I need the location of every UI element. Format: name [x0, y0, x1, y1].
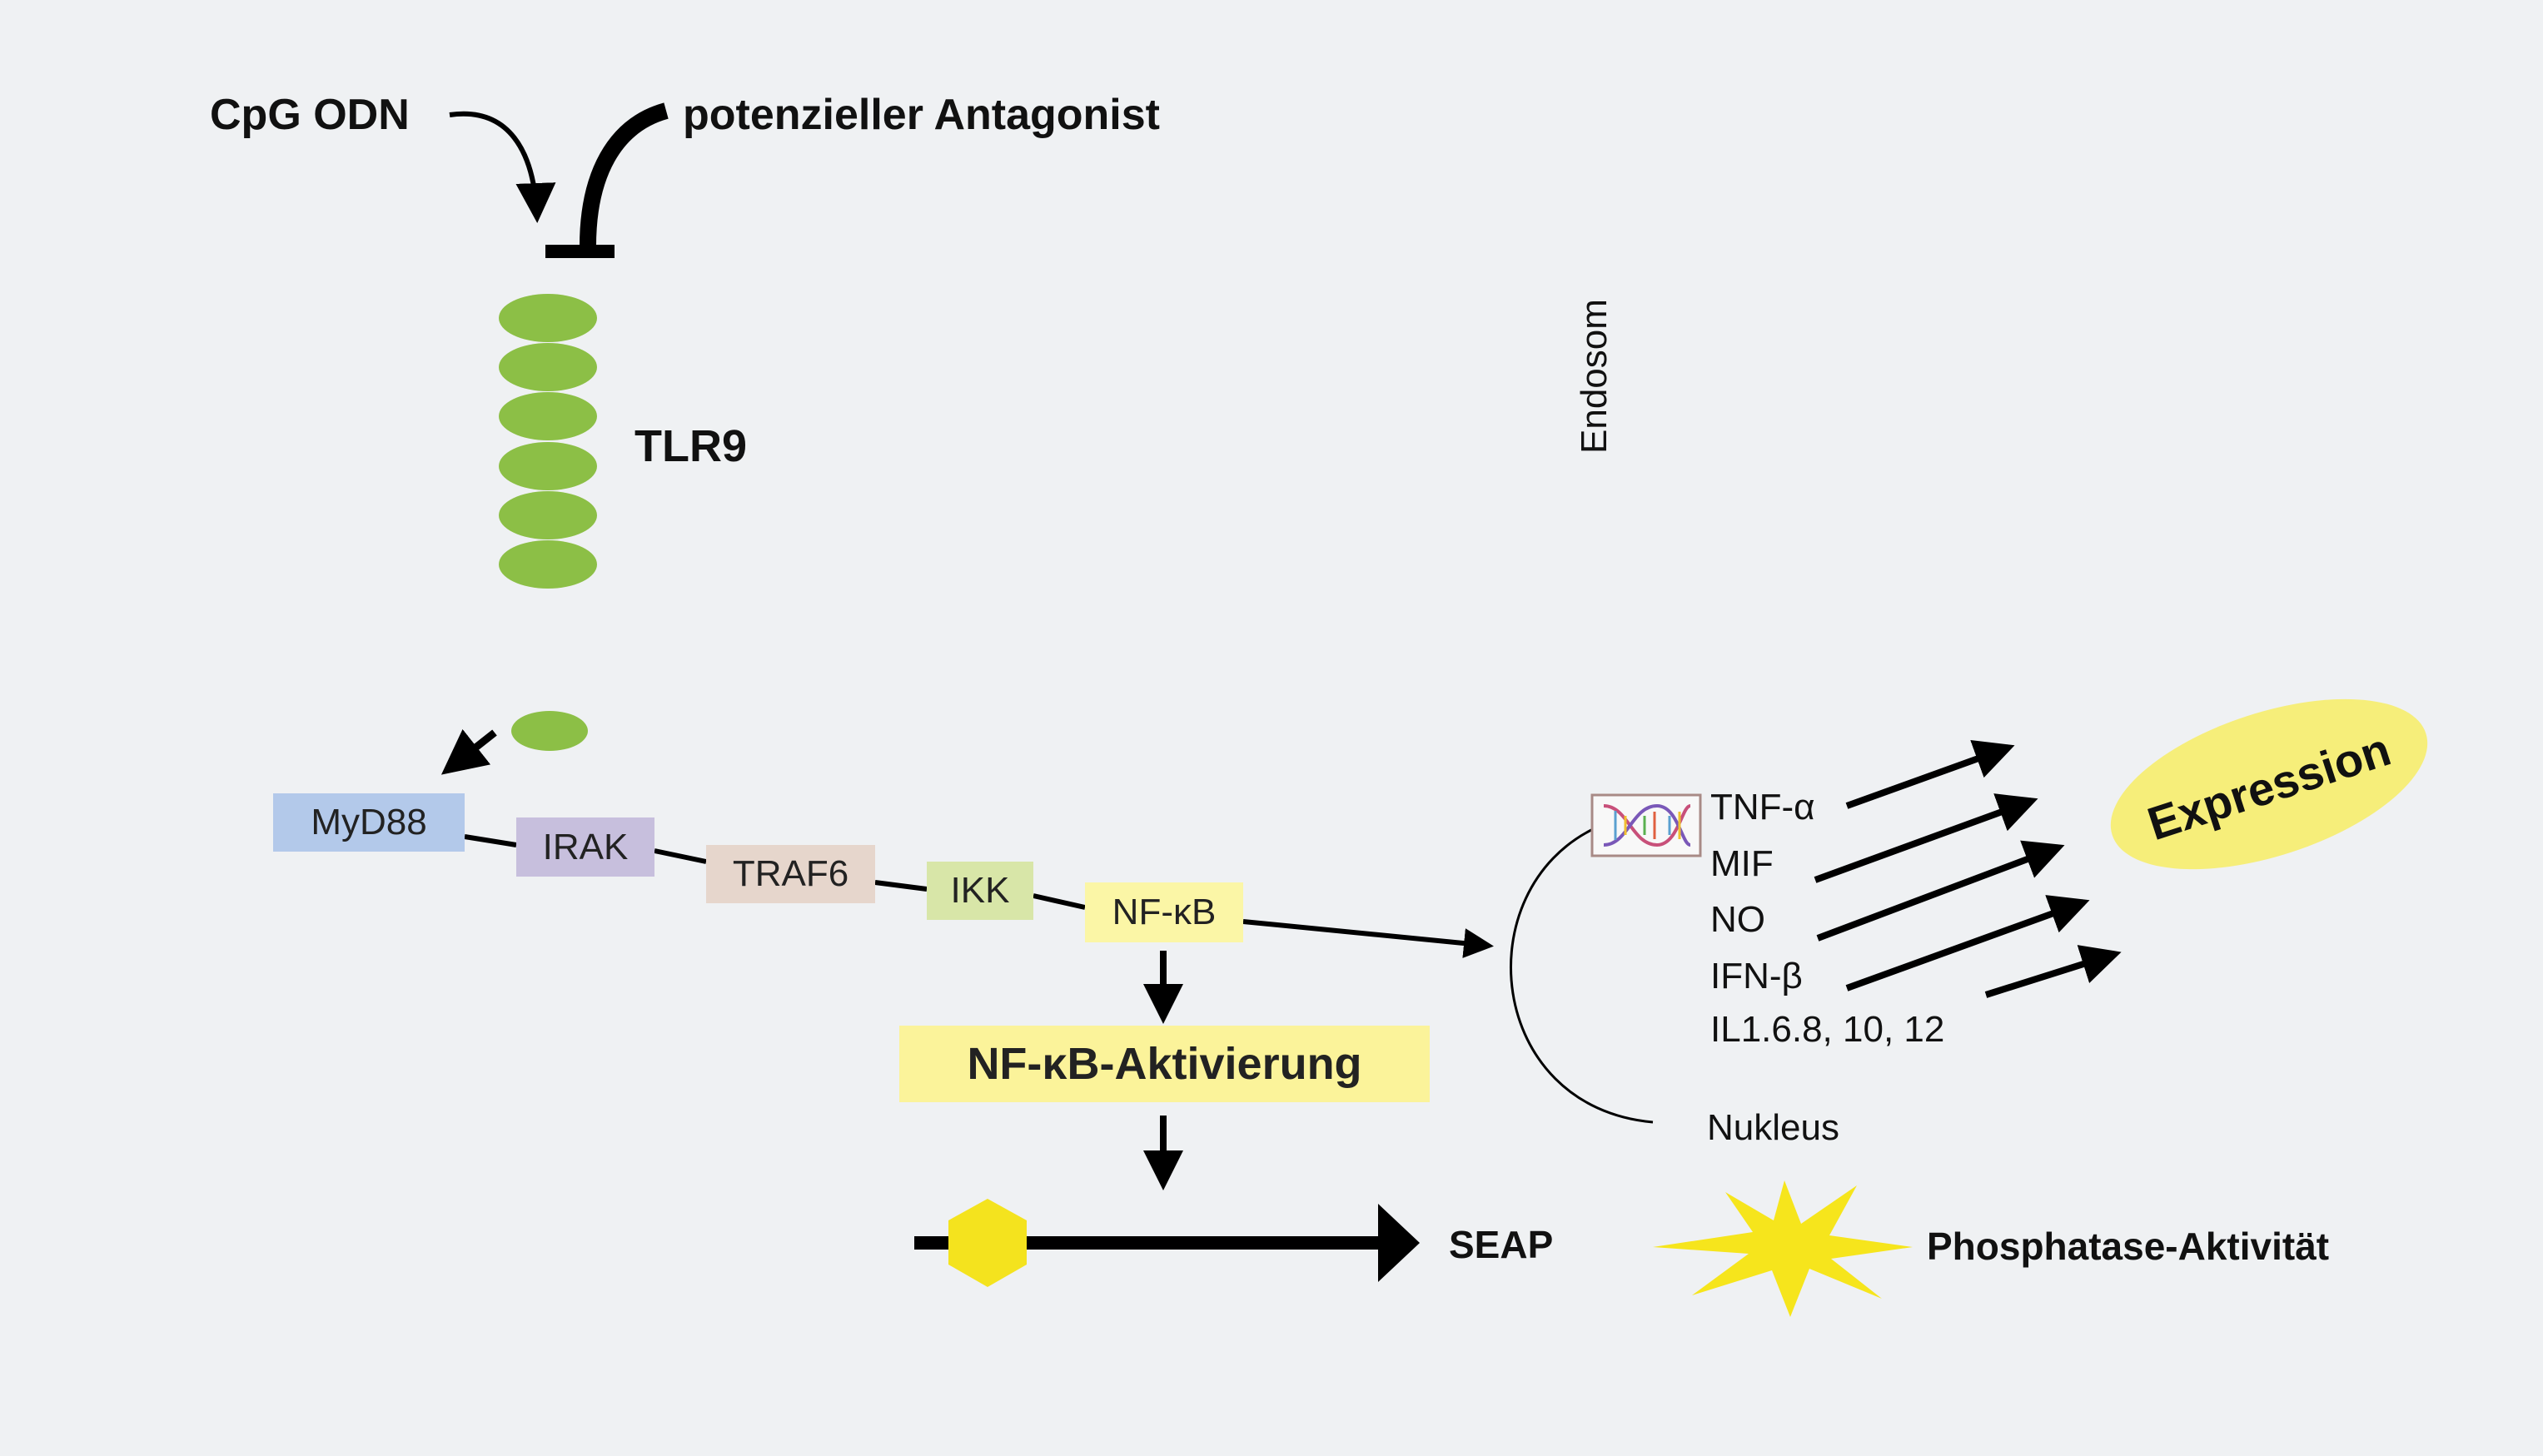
- expression-arrow: [1814, 793, 2038, 883]
- dna-icon: [1590, 793, 1702, 857]
- gene-item-ifn: IFN-β: [1710, 956, 1803, 996]
- tlr9-cytoplasmic-domain: [511, 711, 588, 751]
- myd88-box: MyD88: [273, 793, 465, 852]
- agonist-label: CpG ODN: [210, 91, 410, 139]
- expression-arrow: [1845, 740, 2015, 809]
- expression-arrow: [1984, 945, 2122, 998]
- agonist-arrow: [449, 111, 556, 223]
- membrane: [122, 583, 1599, 716]
- tlr9-domain: [499, 540, 597, 589]
- gene-item-il: IL1.6.8, 10, 12: [1710, 1009, 1945, 1050]
- expression-arrow: [1816, 840, 2065, 942]
- reporter-construct: [914, 1199, 1420, 1287]
- tlr9-receptor: [499, 294, 597, 751]
- gene-item-mif: MIF: [1710, 843, 1774, 884]
- tlr9-domain: [499, 491, 597, 539]
- gene-item-no: NO: [1710, 899, 1765, 940]
- gene-item-tnf: TNF-α: [1710, 787, 1815, 827]
- nfkb-box: NF-κB: [1085, 882, 1243, 942]
- traf6-box: TRAF6: [706, 845, 875, 903]
- antagonist-inhibitor: [545, 102, 669, 258]
- nucleus-boundary: [1510, 827, 1654, 1124]
- receptor-to-myd88-arrow: [440, 728, 497, 775]
- expression-arrow: [1845, 895, 2090, 991]
- tlr9-domain: [499, 343, 597, 391]
- tlr9-domain: [499, 294, 597, 342]
- phosphatase-starburst: [1653, 1180, 1913, 1317]
- nucleus-label: Nukleus: [1707, 1107, 1839, 1148]
- tlr9-label: TLR9: [635, 421, 747, 471]
- tlr9-domain: [499, 392, 597, 440]
- tlr9-domain: [499, 442, 597, 490]
- reporter-marker-hexagon: [948, 1199, 1027, 1287]
- expression-ellipse: [2110, 698, 2428, 870]
- seap-label: SEAP: [1449, 1223, 1554, 1266]
- endosome-label: Endosom: [1574, 299, 1615, 454]
- irak-box: IRAK: [516, 817, 654, 877]
- phosphatase-label: Phosphatase-Aktivität: [1927, 1225, 2330, 1268]
- expression-arrows: [1814, 740, 2122, 998]
- nfkb-activation-box: NF-κB-Aktivierung: [899, 1026, 1430, 1102]
- antagonist-label: potenzieller Antagonist: [683, 91, 1160, 139]
- cascade-links: [464, 834, 1494, 958]
- ikk-box: IKK: [927, 862, 1033, 920]
